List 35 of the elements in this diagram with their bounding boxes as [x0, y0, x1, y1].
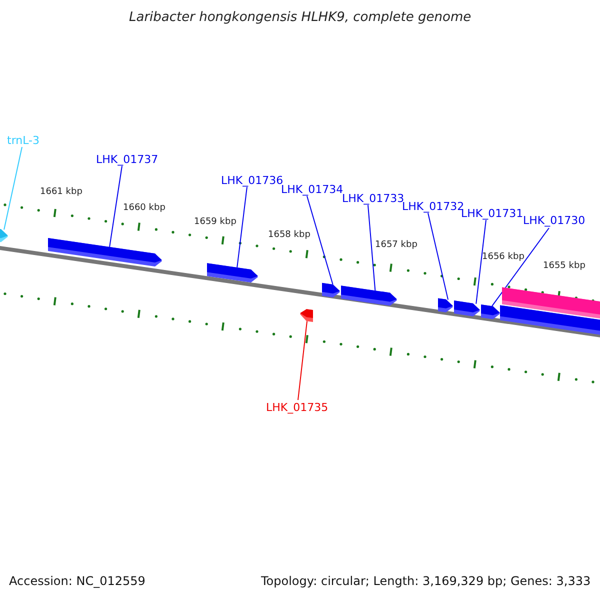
- gene-block: [322, 282, 340, 298]
- gene-label: LHK_01737: [96, 154, 158, 165]
- scale-label: 1655 kbp: [543, 262, 586, 271]
- leader-line: [476, 220, 486, 304]
- gene-block: [207, 263, 258, 283]
- scale-label: 1657 kbp: [375, 241, 418, 250]
- leader-line: [4, 146, 22, 230]
- gene-block: [0, 228, 8, 242]
- gene-label: LHK_01736: [221, 175, 284, 186]
- leader-line: [306, 196, 334, 285]
- scale-label: 1658 kbp: [268, 231, 310, 240]
- gene-block: [438, 298, 453, 312]
- gene-block: [454, 300, 480, 316]
- scale-label: 1661 kbp: [40, 188, 82, 197]
- diagram-title: Laribacter hongkongensis HLHK9, complete genome: [129, 11, 472, 24]
- gene-block: [481, 304, 500, 320]
- gene-label: LHK_01735: [266, 402, 328, 413]
- leader-line: [428, 212, 449, 300]
- leader-line: [492, 228, 550, 307]
- scale-label: 1659 kbp: [194, 218, 236, 227]
- gene-label: LHK_01733: [342, 193, 404, 204]
- scale-label: 1656 kbp: [482, 253, 524, 262]
- leader-line: [368, 204, 376, 292]
- genome-summary-text: Topology: circular; Length: 3,169,329 bp; Genes: 3,333: [261, 575, 591, 587]
- leader-line: [298, 320, 308, 400]
- gene-label: LHK_01734: [281, 184, 344, 195]
- gene-label: LHK_01730: [523, 215, 586, 226]
- accession-text: Accession: NC_012559: [9, 575, 146, 587]
- gene-block: [500, 305, 600, 337]
- gene-block: [300, 309, 313, 322]
- leader-line: [109, 166, 122, 248]
- scale-label: 1660 kbp: [123, 204, 166, 213]
- gene-label: trnL-3: [7, 135, 40, 146]
- gene-block: [48, 238, 162, 267]
- leader-line: [236, 186, 248, 268]
